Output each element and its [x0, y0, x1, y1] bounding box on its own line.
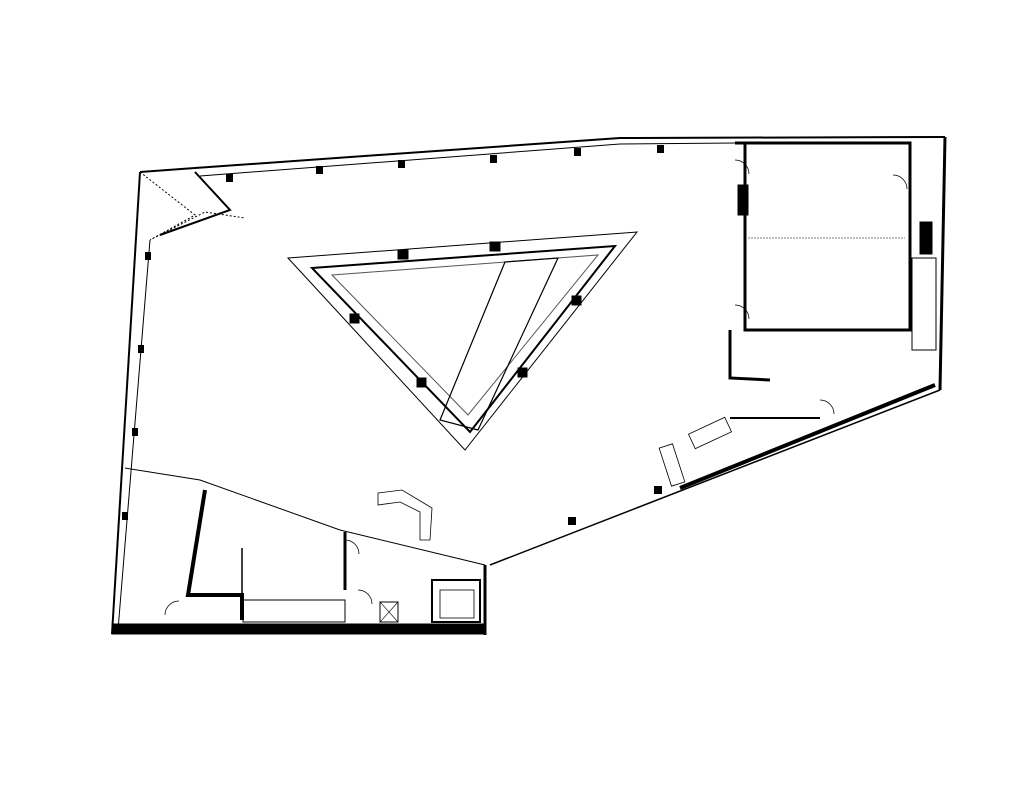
column [490, 155, 497, 163]
column [919, 221, 933, 255]
column [489, 241, 501, 252]
door-swing [734, 159, 750, 175]
column [568, 517, 576, 525]
duct-shaft [379, 601, 399, 623]
exterior-wall-southeast [489, 389, 941, 566]
exterior-wall-southeast-heavy [679, 383, 936, 490]
atrium-staircase [439, 257, 559, 431]
column [226, 174, 233, 182]
elevator-car [439, 589, 475, 619]
door-swing [819, 399, 835, 415]
perimeter-columns [122, 145, 664, 525]
elevator [431, 579, 481, 623]
column [132, 428, 138, 436]
exterior-wall-east [938, 136, 947, 391]
exterior-wall-north [139, 136, 946, 173]
east-rooms [658, 141, 937, 487]
column [145, 252, 151, 260]
restroom-walls [728, 330, 771, 382]
doors [164, 159, 908, 616]
column [737, 184, 749, 216]
column [416, 377, 427, 388]
atrium-void [309, 244, 618, 434]
duct-shaft-cross [379, 601, 399, 623]
door-swing [344, 539, 360, 555]
column [122, 512, 128, 520]
atrium-void-inner [330, 254, 600, 416]
column [571, 295, 582, 306]
column [349, 313, 360, 324]
exterior-wall-north-inner [199, 142, 736, 177]
core-wall [124, 467, 486, 566]
entrance-vestibule [159, 171, 232, 236]
meeting-room-wall [735, 141, 912, 332]
column [398, 160, 405, 168]
stairwell [242, 599, 346, 623]
door-swing [892, 174, 908, 190]
counter [658, 443, 686, 487]
fire-stair [911, 257, 937, 351]
column [316, 166, 323, 174]
atrium-balustrade-outer [286, 231, 639, 451]
column [654, 486, 662, 494]
exterior-wall-west [111, 171, 141, 635]
door-swing [164, 600, 180, 616]
entrance-canopy [139, 171, 246, 241]
restroom-block [185, 489, 244, 620]
building-outline [111, 136, 947, 635]
atrium [286, 231, 639, 451]
southwest-core [124, 467, 486, 623]
door-swing [734, 304, 750, 320]
exterior-wall-south [111, 623, 486, 635]
door-swing [357, 589, 373, 605]
counter [687, 416, 733, 450]
column [138, 345, 144, 353]
reception-desk [377, 489, 433, 541]
column [574, 148, 581, 156]
column [657, 145, 664, 153]
column [397, 249, 409, 260]
column [517, 367, 528, 378]
